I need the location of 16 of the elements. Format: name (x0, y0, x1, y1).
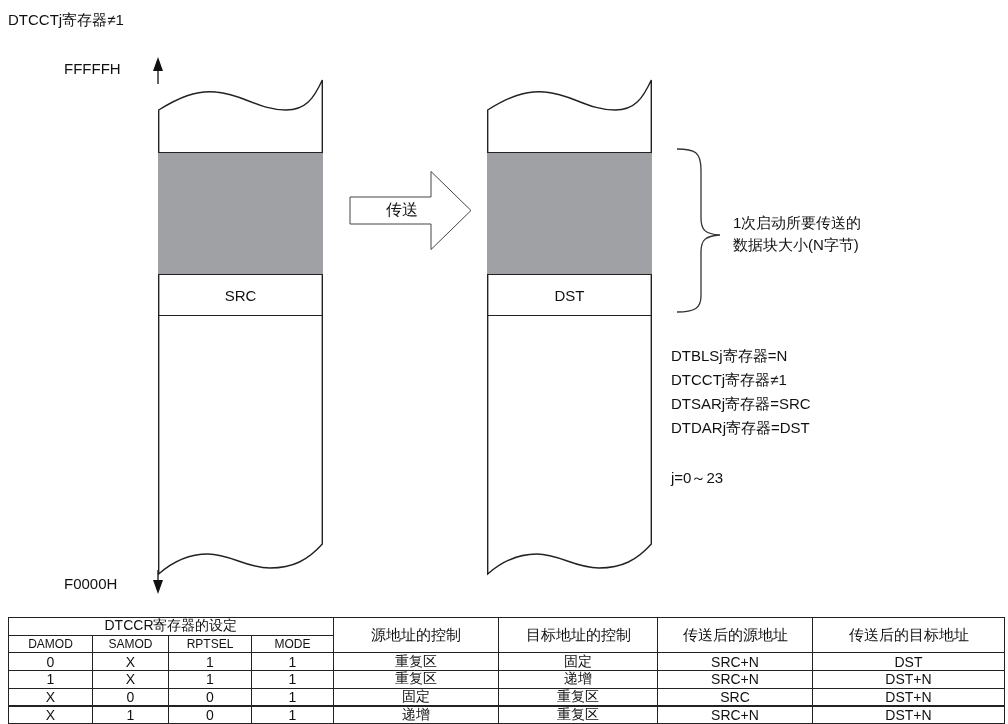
data-block (158, 152, 323, 275)
heading-text: DTCCTj寄存器≠1 (8, 10, 124, 30)
table-cell: DTCCR寄存器的设定 (8, 617, 334, 636)
index-range: j=0～23 (671, 468, 724, 488)
register-setting: DTDARj寄存器=DST (671, 418, 810, 438)
address-band: SRC (158, 275, 323, 316)
table-cell: 传送后的目标地址 (812, 617, 1005, 654)
register-setting: DTCCTj寄存器≠1 (671, 370, 787, 390)
note-text: 1次启动所要传送的数据块大小(N字节) (733, 213, 863, 255)
address-label: F0000H (64, 574, 118, 594)
address-label: FFFFFH (64, 59, 121, 79)
register-setting: DTBLSj寄存器=N (671, 346, 788, 366)
address-band: DST (487, 275, 652, 316)
block-arrow (349, 171, 472, 250)
register-setting: DTSARj寄存器=SRC (671, 394, 811, 414)
data-block (487, 152, 652, 275)
